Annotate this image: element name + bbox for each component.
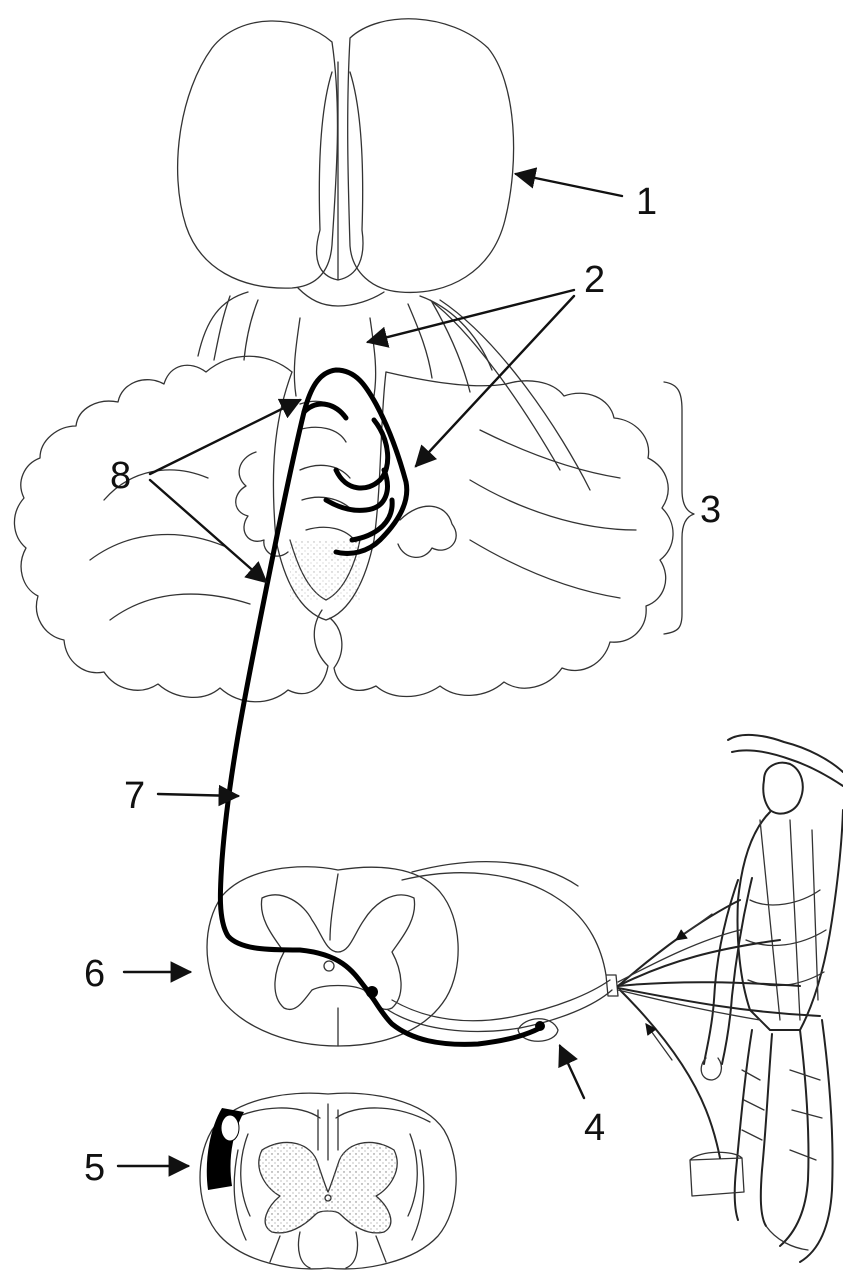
label-2: 2 <box>584 259 605 301</box>
right-leg <box>780 1020 833 1262</box>
brainstem <box>198 292 590 490</box>
right-hemisphere <box>348 19 514 293</box>
figure-head <box>763 763 803 814</box>
label-1-arrow <box>516 174 622 196</box>
label-2-arrow-b <box>416 296 574 466</box>
cerebellum <box>14 356 673 702</box>
label-6: 6 <box>84 953 105 995</box>
label-3: 3 <box>700 489 721 531</box>
raised-arm <box>728 735 843 786</box>
label-8-arrow-a <box>150 400 300 474</box>
label-8: 8 <box>110 455 131 497</box>
spinal-cord-section <box>207 862 618 1046</box>
nerve-arrow-out <box>676 914 712 940</box>
lower-cord-section <box>200 1093 456 1269</box>
label-8-arrow-b <box>150 480 266 582</box>
dorsal-horn-cell <box>366 986 378 998</box>
label-4: 4 <box>584 1107 605 1149</box>
left-leg <box>735 1030 772 1226</box>
label-4-arrow <box>560 1046 584 1098</box>
label-7: 7 <box>124 775 145 817</box>
label-5: 5 <box>84 1147 105 1189</box>
cerebellum-right-lobe <box>330 372 673 697</box>
cerebrum <box>178 19 514 306</box>
figure-torso <box>738 810 843 1030</box>
nerve-arrow-in <box>646 1024 672 1060</box>
left-hemisphere <box>178 21 338 288</box>
midline-structures <box>317 62 363 280</box>
muscle-figure <box>690 735 843 1262</box>
label-7-arrow <box>158 794 238 796</box>
label-1: 1 <box>636 181 657 223</box>
cerebellum-bracket <box>664 382 694 634</box>
